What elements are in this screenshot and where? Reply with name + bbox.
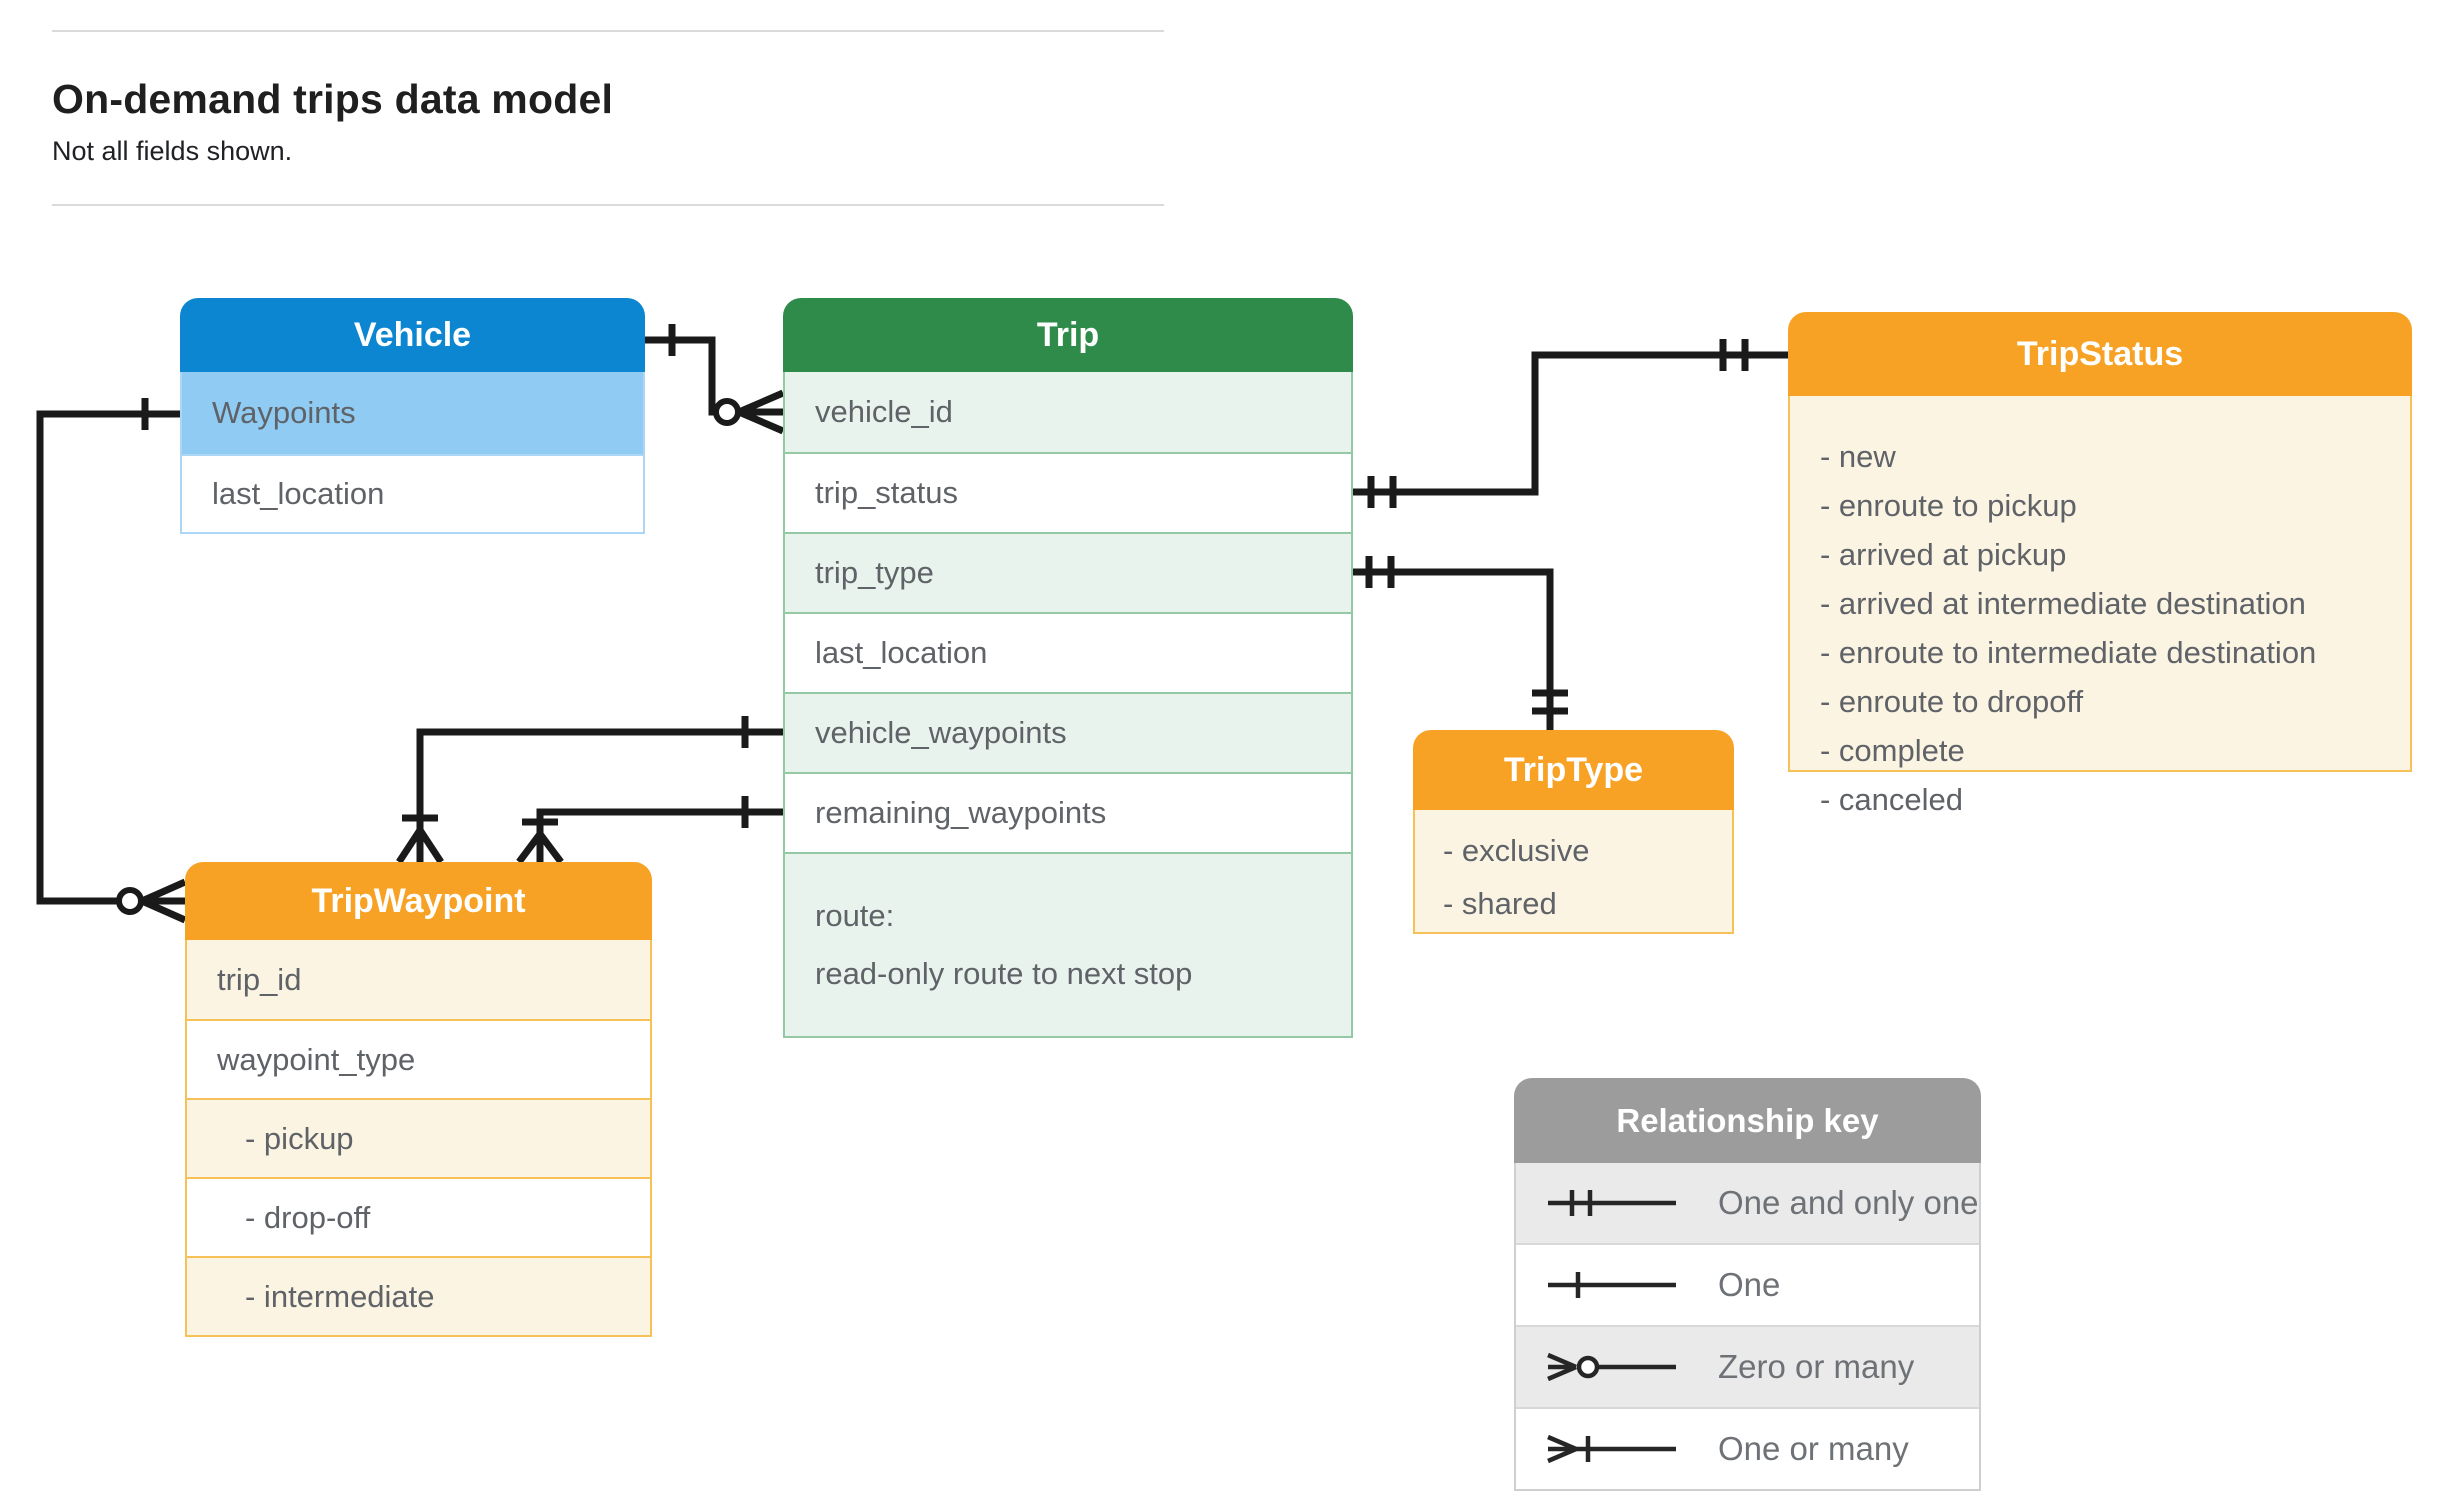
one-or-many-icon — [1547, 1434, 1676, 1464]
entity-trip: Trip vehicle_id trip_status trip_type la… — [783, 298, 1353, 1038]
field-trip-vehicle-waypoints: vehicle_waypoints — [785, 692, 1351, 772]
entity-tripstatus-body: - new - enroute to pickup - arrived at p… — [1788, 396, 2412, 817]
entity-vehicle: Vehicle Waypoints last_location — [180, 298, 645, 534]
tripstatus-item: - enroute to intermediate destination — [1820, 635, 2317, 670]
entity-tripstatus: TripStatus - new - enroute to pickup - a… — [1788, 312, 2412, 817]
entity-triptype-header: TripType — [1413, 730, 1734, 810]
legend-row-zero-or-many: Zero or many — [1516, 1325, 1979, 1407]
legend-label: One and only one — [1718, 1184, 1979, 1221]
connector-remaining-waypoints-field — [516, 796, 783, 865]
tripstatus-item: - enroute to pickup — [1820, 488, 2077, 523]
entity-tripstatus-header: TripStatus — [1788, 312, 2412, 396]
connector-triptype — [1353, 556, 1568, 730]
field-trip-status: trip_status — [785, 452, 1351, 532]
waypoint-type-intermediate: - intermediate — [187, 1256, 650, 1335]
field-trip-route: route: read-only route to next stop — [785, 852, 1351, 1036]
entity-trip-body: vehicle_id trip_status trip_type last_lo… — [783, 372, 1353, 1038]
one-and-only-one-icon — [1548, 1190, 1676, 1216]
legend-label: One — [1718, 1266, 1781, 1303]
relationship-key: Relationship key One and only one One — [1514, 1078, 1981, 1491]
legend-row-one-or-many: One or many — [1516, 1407, 1979, 1489]
entity-vehicle-body: Waypoints last_location — [180, 372, 645, 534]
relationship-key-header: Relationship key — [1514, 1078, 1981, 1163]
legend-row-one: One — [1516, 1243, 1979, 1325]
tripstatus-item: - canceled — [1820, 782, 1964, 817]
legend-row-one-and-only-one: One and only one — [1516, 1163, 1979, 1243]
title-bottom-divider — [52, 204, 1164, 206]
field-waypoint-type: waypoint_type — [187, 1019, 650, 1098]
legend-label: One or many — [1718, 1430, 1909, 1467]
connector-vehicle-trip — [645, 324, 785, 435]
connector-tripstatus — [1353, 339, 1788, 508]
field-trip-type: trip_type — [785, 532, 1351, 612]
zero-or-many-icon — [1547, 1352, 1676, 1382]
entity-tripwaypoint-header: TripWaypoint — [185, 862, 652, 940]
tripstatus-item: - new — [1820, 439, 1896, 474]
field-trip-route-description: read-only route to next stop — [815, 956, 1193, 991]
field-waypoint-trip-id: trip_id — [187, 940, 650, 1019]
waypoint-type-pickup: - pickup — [187, 1098, 650, 1177]
tripstatus-item: - arrived at intermediate destination — [1820, 586, 2306, 621]
entity-vehicle-header: Vehicle — [180, 298, 645, 372]
triptype-item-exclusive: - exclusive — [1443, 833, 1590, 868]
entity-tripwaypoint-body: trip_id waypoint_type - pickup - drop-of… — [185, 940, 652, 1337]
field-trip-remaining-waypoints: remaining_waypoints — [785, 772, 1351, 852]
tripstatus-item: - enroute to dropoff — [1820, 684, 2084, 719]
top-divider — [52, 30, 1164, 32]
tripstatus-item: - complete — [1820, 733, 1965, 768]
page-title: On-demand trips data model — [52, 76, 614, 122]
tripstatus-item: - arrived at pickup — [1820, 537, 2067, 572]
entity-triptype-body: - exclusive - shared — [1413, 810, 1734, 934]
one-icon — [1548, 1272, 1676, 1298]
page-subtitle: Not all fields shown. — [52, 136, 293, 166]
entity-trip-header: Trip — [783, 298, 1353, 372]
entity-tripwaypoint: TripWaypoint trip_id waypoint_type - pic… — [185, 862, 652, 1337]
field-vehicle-waypoints: Waypoints — [182, 372, 643, 454]
entity-triptype: TripType - exclusive - shared — [1413, 730, 1734, 934]
legend-label: Zero or many — [1718, 1348, 1915, 1385]
connector-waypoints-tripwaypoint — [36, 398, 187, 924]
triptype-item-shared: - shared — [1443, 886, 1557, 921]
field-trip-last-location: last_location — [785, 612, 1351, 692]
field-vehicle-last-location: last_location — [182, 454, 643, 532]
waypoint-type-drop-off: - drop-off — [187, 1177, 650, 1256]
field-trip-route-label: route: — [815, 898, 895, 933]
field-trip-vehicle-id: vehicle_id — [785, 372, 1351, 452]
relationship-key-body: One and only one One Zer — [1514, 1163, 1981, 1491]
connector-vehicle-waypoints-field — [396, 716, 783, 864]
